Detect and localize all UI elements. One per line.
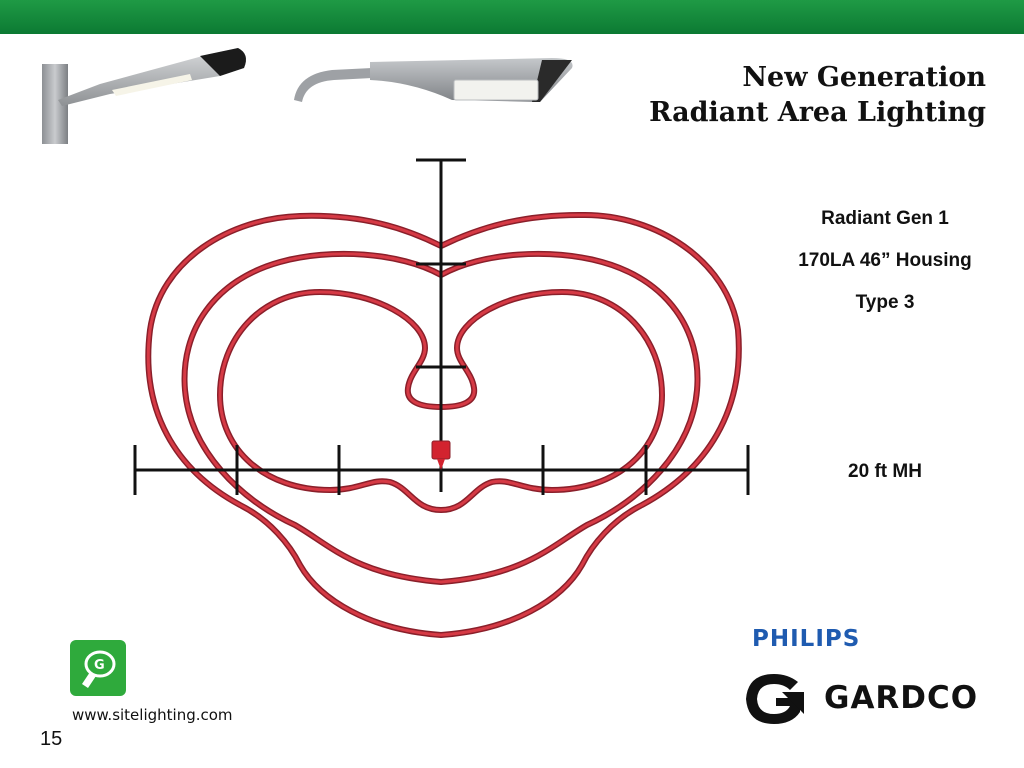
gardco-logo: GARDCO	[824, 680, 979, 716]
isoline-middle	[181, 250, 701, 585]
title-line-1: New Generation	[742, 62, 986, 93]
luminaire-marker-icon	[431, 440, 451, 470]
streetlight-fixture-1-icon	[42, 48, 246, 144]
gardco-logo-icon	[746, 674, 804, 724]
page-number: 15	[40, 728, 63, 750]
philips-logo: PHILIPS	[752, 626, 861, 652]
distribution-type: Type 3	[855, 292, 915, 313]
mounting-height-label: 20 ft MH	[848, 461, 922, 482]
svg-text:G: G	[94, 658, 105, 673]
housing-label: 170LA 46” Housing	[798, 250, 972, 271]
header-bar	[0, 0, 1024, 34]
streetlight-fixture-2-icon	[294, 58, 573, 102]
site-lighting-logo-icon: G	[70, 640, 126, 696]
title-line-2: Radiant Area Lighting	[649, 97, 986, 128]
isoline-outer	[145, 211, 742, 638]
website-link[interactable]: www.sitelighting.com	[72, 706, 233, 724]
product-name: Radiant Gen 1	[821, 208, 949, 229]
isofootcandle-diagram	[133, 158, 750, 638]
grid-axes	[133, 158, 750, 495]
page-title: New Generation Radiant Area Lighting	[649, 60, 986, 130]
